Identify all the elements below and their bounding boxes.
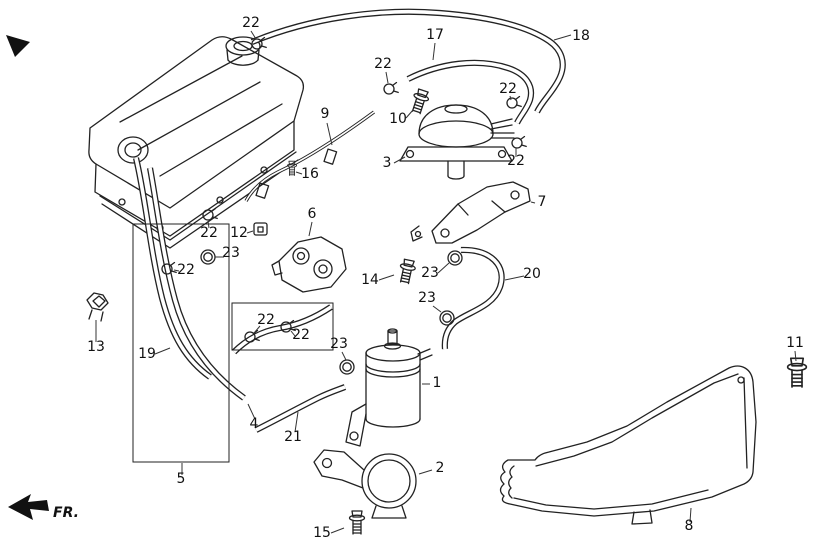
callout-label-22-b: 22 — [374, 56, 392, 72]
callout-label-22-e: 22 — [200, 225, 218, 241]
callout-label-22-a: 22 — [242, 15, 260, 31]
callout-label-12: 12 — [230, 225, 248, 241]
clamp-23-drawing — [439, 310, 455, 326]
callout-label-18: 18 — [572, 28, 590, 44]
callout-label-6: 6 — [308, 206, 317, 222]
fr-arrow-icon — [8, 494, 49, 520]
grommet-drawing — [253, 222, 268, 236]
hose-17-drawing — [406, 59, 535, 125]
bolt-14-drawing — [396, 258, 418, 285]
callout-label-13: 13 — [87, 339, 105, 355]
callout-label-17: 17 — [426, 27, 444, 43]
filter-bracket-drawing — [313, 449, 417, 519]
clamp-23-drawing — [339, 359, 355, 375]
bolt-15-drawing — [348, 510, 366, 535]
callout-label-22-c: 22 — [499, 81, 517, 97]
callout-label-22-d: 22 — [507, 153, 525, 169]
fr-direction-indicator: FR. — [8, 494, 79, 521]
valve-bracket-drawing — [410, 181, 531, 244]
callout-label-23-a: 23 — [222, 245, 240, 261]
heat-shield-drawing — [499, 365, 757, 525]
callout-label-23-b: 23 — [421, 265, 439, 281]
callout-label-16: 16 — [301, 166, 319, 182]
callout-label-14: 14 — [361, 272, 379, 288]
clip-22-drawing — [511, 135, 527, 149]
callout-label-22-f: 22 — [177, 262, 195, 278]
fuel-filter-drawing — [345, 328, 433, 447]
bolt-11-drawing — [786, 357, 808, 388]
callout-label-23-d: 23 — [330, 336, 348, 352]
hose-18-drawing — [250, 8, 566, 114]
fr-label: FR. — [53, 505, 79, 521]
callout-label-21: 21 — [284, 429, 302, 445]
callout-label-15: 15 — [313, 525, 331, 541]
callout-label-4: 4 — [250, 416, 259, 432]
callout-label-22-g: 22 — [257, 312, 275, 328]
pipe-9-drawing — [244, 110, 376, 202]
hose-4-drawing — [231, 304, 333, 355]
leader-lines — [95, 30, 797, 534]
callout-label-2: 2 — [436, 460, 445, 476]
callout-label-11: 11 — [786, 335, 804, 351]
clip-22-drawing — [383, 81, 399, 95]
callout-label-20: 20 — [523, 266, 541, 282]
valve-assembly-drawing — [399, 104, 515, 180]
clip-13-drawing — [86, 292, 109, 322]
clamp-23-drawing — [200, 249, 216, 265]
callout-label-8: 8 — [685, 518, 694, 534]
clip-22-drawing — [202, 207, 218, 221]
clamp-23-drawing — [447, 250, 463, 266]
corner-arrow-icon — [6, 35, 30, 57]
hose-19b-drawing — [146, 167, 246, 401]
callout-label-10: 10 — [389, 111, 407, 127]
callout-label-3: 3 — [383, 155, 392, 171]
group-box-5 — [132, 223, 230, 463]
callout-label-19: 19 — [138, 346, 156, 362]
hose-19a-drawing — [132, 157, 212, 380]
callout-label-5: 5 — [177, 471, 186, 487]
clip-22-drawing — [506, 95, 522, 109]
hose-21-drawing — [254, 384, 347, 433]
joint-assembly-drawing — [271, 236, 347, 293]
hose-20-drawing — [441, 246, 505, 350]
callout-label-9: 9 — [321, 106, 330, 122]
callout-label-23-c: 23 — [418, 290, 436, 306]
group-box-clips — [231, 302, 334, 351]
engine-valve-cover-drawing — [88, 36, 305, 249]
callout-label-1: 1 — [433, 375, 442, 391]
callout-label-7: 7 — [538, 194, 547, 210]
callout-label-22-h: 22 — [292, 327, 310, 343]
